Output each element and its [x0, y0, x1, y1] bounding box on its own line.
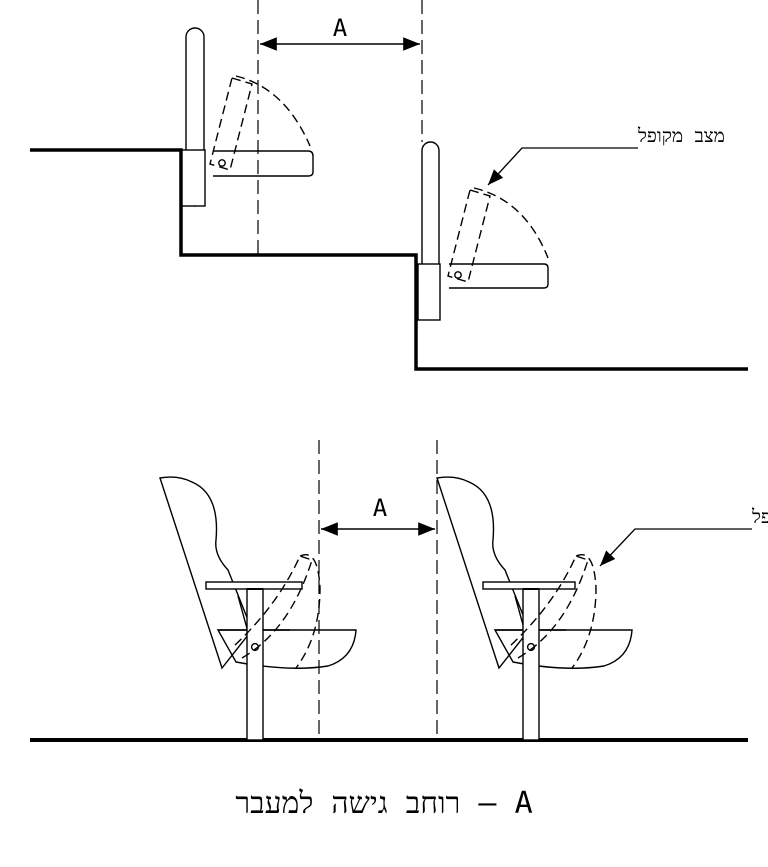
bottom-folded-label: מצב מקופל: [751, 506, 768, 528]
bottom-right-seat: [436, 476, 633, 741]
top-dim-label: A: [333, 14, 348, 42]
bottom-section: A מצב מקופל: [30, 440, 768, 742]
top-left-seat: [181, 27, 314, 207]
bottom-left-seat: [159, 476, 357, 741]
top-section: A מצב מקופל: [30, 0, 748, 371]
diagram-caption: A – רוחב גישה למעבר: [235, 786, 533, 821]
bottom-dim-label: A: [373, 494, 388, 522]
top-right-seat: [417, 141, 549, 321]
top-folded-label: מצב מקופל: [637, 125, 725, 147]
stepped-floor-line: [30, 148, 748, 371]
bottom-folded-leader: [599, 528, 752, 567]
top-folded-leader: [487, 147, 638, 186]
